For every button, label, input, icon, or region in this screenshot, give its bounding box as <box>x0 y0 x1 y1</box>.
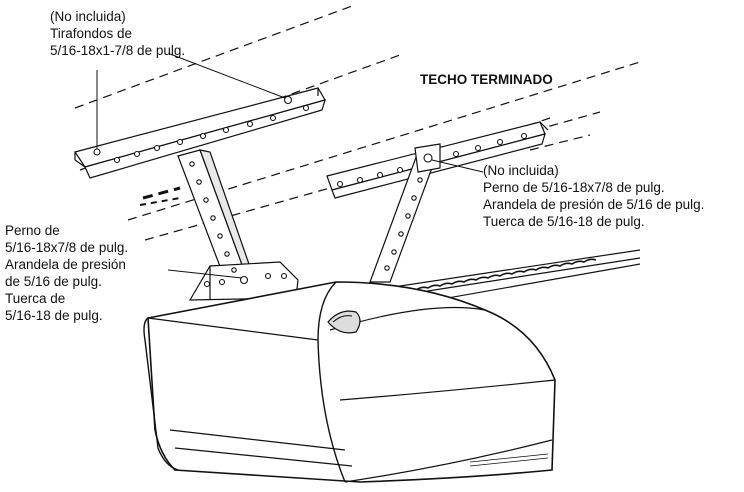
left-hanging-strap <box>177 149 259 299</box>
bolt-right-bolt: Perno de 5/16-18x7/8 de pulg. <box>483 180 665 195</box>
leader-lines <box>96 53 484 279</box>
light-lens-icon <box>327 310 361 334</box>
bolt-right-nut: Tuerca de 5/16-18 de pulg. <box>483 214 645 229</box>
ceiling-heavy-dash <box>142 186 181 200</box>
lag-screws-note: (No incluida) <box>50 9 126 24</box>
bolt-left-nut: Tuerca de <box>5 291 66 306</box>
bolt-right-note: (No incluida) <box>483 163 559 178</box>
bolt-left-nut-size: 5/16-18 de pulg. <box>5 308 103 323</box>
motor-unit <box>143 281 556 483</box>
lag-screws-size: 5/16-18x1-7/8 de pulg. <box>50 43 186 58</box>
bolt-left-washer: Arandela de presión <box>5 257 126 272</box>
bolt-left-bolt: Perno de <box>5 223 60 238</box>
bolt-right-washer: Arandela de presión de 5/16 de pulg. <box>483 197 705 212</box>
lag-screws-callout: (No incluida) Tirafondos de 5/16-18x1-7/… <box>50 8 185 59</box>
left-angle-iron <box>74 87 326 179</box>
bolt-left-washer-size: de 5/16 de pulg. <box>5 274 102 289</box>
ceiling-label: TECHO TERMINADO <box>420 72 553 87</box>
bolt-left-bolt-size: 5/16-18x7/8 de pulg. <box>5 240 129 255</box>
bolt-left-callout: Perno de 5/16-18x7/8 de pulg. Arandela d… <box>5 222 128 324</box>
lag-screws-label: Tirafondos de <box>50 26 133 41</box>
bracket-holes <box>93 95 528 288</box>
bolt-right-callout: (No incluida) Perno de 5/16-18x7/8 de pu… <box>483 162 704 230</box>
